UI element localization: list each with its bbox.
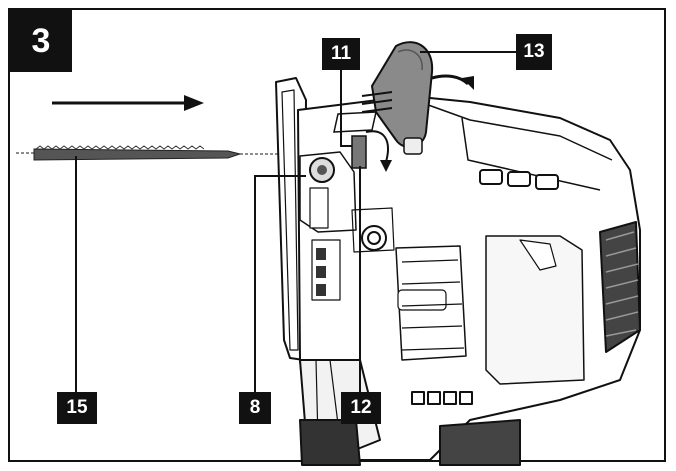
callout-15: 15 [57, 392, 97, 424]
tool-body [275, 77, 641, 466]
figure-number: 3 [10, 10, 72, 72]
callout-13: 13 [516, 34, 552, 70]
direction-arrow-icon [52, 95, 204, 111]
clamping-lever [361, 41, 434, 155]
saw-blade [16, 145, 285, 161]
callout-12: 12 [341, 392, 381, 424]
callout-11: 11 [322, 38, 360, 70]
callout-8: 8 [239, 392, 271, 424]
leader-lines [75, 51, 516, 392]
rotation-arrow-icon [431, 74, 474, 90]
guide-roller [309, 157, 335, 183]
